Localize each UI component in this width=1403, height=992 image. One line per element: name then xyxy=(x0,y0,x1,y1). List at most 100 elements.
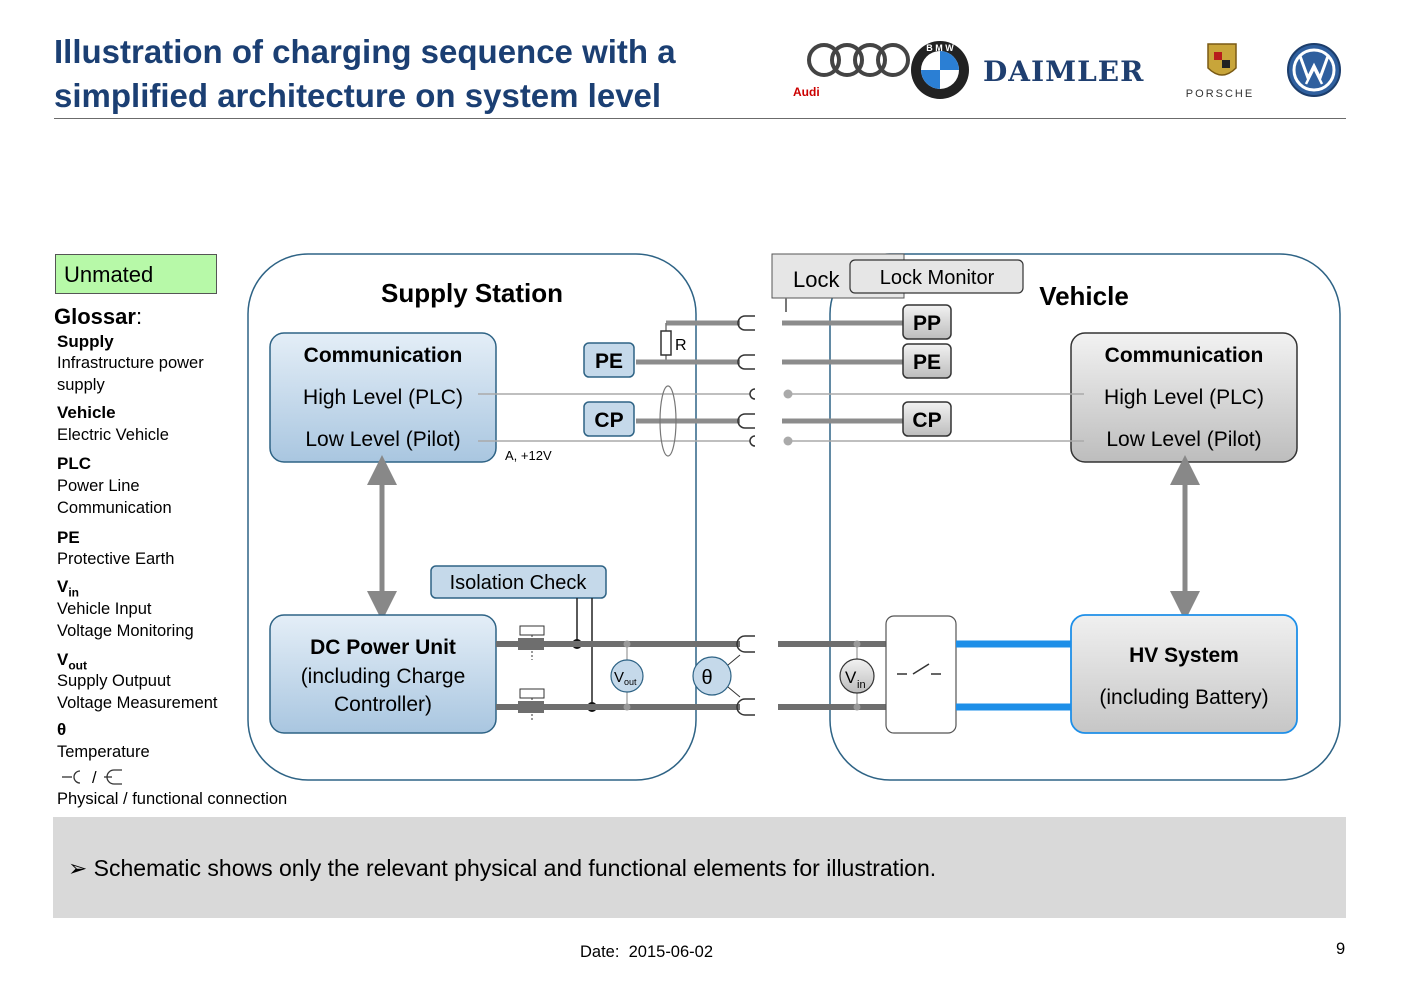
glossar-def-vout-2: Voltage Measurement xyxy=(57,693,218,712)
hv-system-line2: (including Battery) xyxy=(1099,686,1268,709)
glossar-def-vout: Supply Outpuut Voltage Measurement xyxy=(57,671,247,714)
temperature-symbol: θ xyxy=(701,667,712,689)
switch-icon xyxy=(897,663,941,675)
vehicle-pp-label: PP xyxy=(913,312,941,335)
glossar-def-supply-2: supply xyxy=(57,375,105,394)
cp-socket-icon xyxy=(737,413,755,429)
vehicle-pp-box xyxy=(902,304,952,340)
glossar-def-plc: Power Line Communication xyxy=(57,476,247,519)
glossar-def-plc-2: Communication xyxy=(57,498,172,517)
glossar-term-vout: Vout xyxy=(57,650,87,672)
vout-main: V xyxy=(614,669,624,686)
isolation-check-label: Isolation Check xyxy=(450,572,588,594)
dc-plus-socket-icon xyxy=(736,635,755,653)
vehicle-title: Vehicle xyxy=(1039,281,1129,311)
vout-meter-icon xyxy=(610,659,644,693)
temperature-sensor-icon xyxy=(692,656,732,696)
pilot-socket-icon xyxy=(749,435,756,447)
glossar-term-vehicle: Vehicle xyxy=(57,403,116,422)
glossar-def-vehicle: Electric Vehicle xyxy=(57,426,169,444)
vin-sub: in xyxy=(857,679,866,691)
glossar-term-theta: θ xyxy=(57,720,67,739)
connection-legend-text: Physical / functional connection xyxy=(57,790,288,808)
vehicle-frame xyxy=(829,253,1341,781)
glossar-def-plc-1: Power Line xyxy=(57,477,140,495)
note-bullet-icon: ➢ xyxy=(68,855,88,881)
title-divider xyxy=(54,118,1346,119)
glossar-title: Glossar: xyxy=(54,304,142,330)
glossar-term-supply: Supply xyxy=(57,332,114,351)
glossar-def-supply: Infrastructure power supply xyxy=(57,353,247,396)
lock-monitor-box xyxy=(849,259,1024,294)
supply-pe-label: PE xyxy=(595,350,623,373)
vehicle-high-level-label: High Level (PLC) xyxy=(1104,386,1264,409)
connection-legend-icons: / xyxy=(62,769,122,787)
supply-low-level-label: Low Level (Pilot) xyxy=(305,428,460,451)
page-title: Illustration of charging sequence with a… xyxy=(54,30,774,118)
contactor-minus-icon xyxy=(518,688,545,722)
pp-socket-icon xyxy=(737,315,755,331)
glossar-def-vin-2: Voltage Monitoring xyxy=(57,621,194,640)
vehicle-cp-label: CP xyxy=(912,409,941,432)
audi-label: Audi xyxy=(793,85,820,99)
pilot-plug-dot xyxy=(783,436,793,446)
supply-station-frame xyxy=(247,253,697,781)
supply-cp-label: CP xyxy=(594,409,623,432)
isolation-check-box xyxy=(430,565,607,599)
pe-socket-icon xyxy=(737,354,755,370)
audi-logo: Audi xyxy=(793,43,910,99)
hv-system-box xyxy=(1070,614,1298,734)
vout-sub: out xyxy=(624,677,637,687)
dc-power-unit-title: DC Power Unit xyxy=(310,636,456,659)
glossar-vout-main: V xyxy=(57,650,69,669)
porsche-label: PORSCHE xyxy=(1186,88,1254,100)
lock-label: Lock xyxy=(793,267,840,292)
note-text: ➢ Schematic shows only the relevant phys… xyxy=(68,855,936,882)
date-value: 2015-06-02 xyxy=(628,943,714,961)
glossar-term-plc: PLC xyxy=(57,454,91,473)
plc-plug-dot xyxy=(783,389,793,399)
vin-main: V xyxy=(845,668,857,687)
supply-cp-box xyxy=(583,401,635,437)
glossar-vin-main: V xyxy=(57,577,69,596)
pilot-voltage-label: A, +12V xyxy=(505,448,552,463)
glossar-def-theta: Temperature xyxy=(57,743,150,761)
contactor-plus-icon xyxy=(518,625,545,660)
vehicle-low-level-label: Low Level (Pilot) xyxy=(1106,428,1261,451)
glossar-def-pe: Protective Earth xyxy=(57,550,175,568)
lock-monitor-label: Lock Monitor xyxy=(880,267,995,289)
vw-logo xyxy=(1287,43,1341,97)
vehicle-contactor-box xyxy=(885,615,957,734)
supply-communication-title: Communication xyxy=(304,344,463,367)
legend-separator: / xyxy=(92,769,97,787)
vin-meter-icon xyxy=(839,658,875,694)
glossar-def-vin: Vehicle Input Voltage Monitoring xyxy=(57,599,247,642)
glossar-vout-sub: out xyxy=(68,658,87,673)
glossar-title-text: Glossar xyxy=(54,304,136,329)
dc-power-unit-line3: Controller) xyxy=(334,693,432,716)
resistor-icon xyxy=(660,330,672,356)
bmw-letters: B M W xyxy=(926,43,954,53)
resistor-label: R xyxy=(675,337,687,354)
supply-station-title: Supply Station xyxy=(381,278,563,308)
dc-minus-socket-icon xyxy=(736,698,755,716)
porsche-logo: PORSCHE xyxy=(1186,43,1254,100)
plc-coupling-icon xyxy=(659,385,677,457)
vehicle-pe-label: PE xyxy=(913,351,941,374)
partner-logos: Audi B M W DAIMLER PORSCHE xyxy=(793,41,1341,100)
page-number: 9 xyxy=(1336,940,1346,958)
footer-date: Date: 2015-06-02 xyxy=(580,943,713,962)
title-line-1: Illustration of charging sequence with a xyxy=(54,33,676,70)
vehicle-cp-box xyxy=(902,401,952,437)
vehicle-communication-title: Communication xyxy=(1105,344,1264,367)
dc-power-unit-line2: (including Charge xyxy=(301,665,466,688)
note-content: Schematic shows only the relevant physic… xyxy=(93,855,937,881)
supply-high-level-label: High Level (PLC) xyxy=(303,386,463,409)
plc-socket-icon xyxy=(749,388,756,400)
vehicle-pe-box xyxy=(902,343,952,379)
glossar-vin-sub: in xyxy=(68,585,80,600)
hv-system-title: HV System xyxy=(1129,644,1239,667)
glossar-def-vout-1: Supply Outpuut xyxy=(57,672,171,690)
daimler-logo: DAIMLER xyxy=(983,55,1144,88)
mating-status-badge: Unmated xyxy=(55,254,217,294)
